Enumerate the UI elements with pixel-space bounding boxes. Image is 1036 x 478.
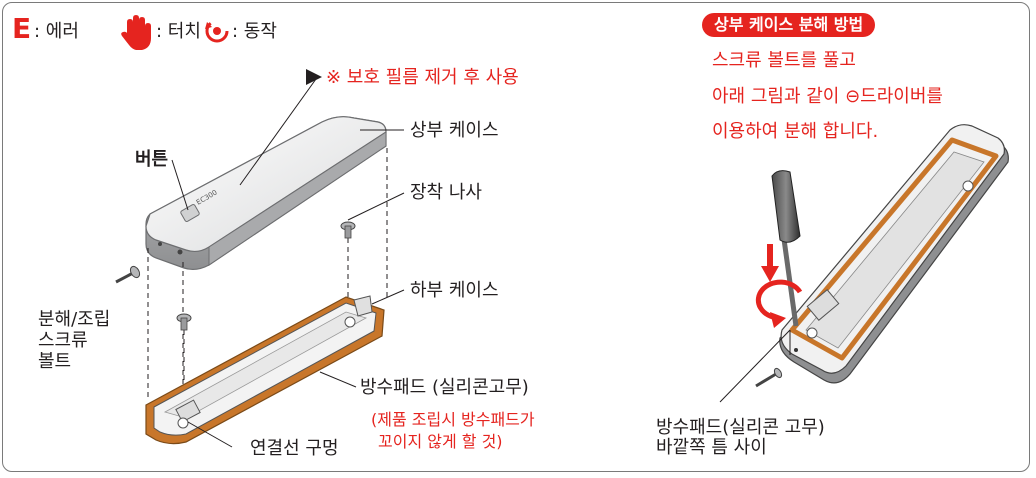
button-label: 버튼 — [135, 149, 169, 170]
disassembly-screw-icon — [115, 265, 141, 284]
upper-case-label: 상부 케이스 — [410, 120, 499, 141]
center-screw-icon — [176, 313, 192, 331]
leader-lines — [171, 78, 405, 448]
pad-note-line1: (제품 조립시 방수패드가 — [371, 410, 535, 429]
lower-case-label: 하부 케이스 — [410, 280, 499, 301]
rotation-action-icon — [205, 19, 229, 43]
instruction-line2: 아래 그림과 같이 ⊖드라이버를 — [712, 86, 943, 107]
legend-action-label: : 동작 — [232, 21, 277, 42]
rotate-arrow-icon — [755, 279, 803, 328]
mounting-screw-icon — [340, 221, 356, 239]
diagram-frame — [2, 2, 1030, 472]
legend-error-label: : 에러 — [34, 21, 79, 42]
gap-label-line2: 바깥쪽 틈 사이 — [656, 437, 767, 458]
mounting-screw-label: 장착 나사 — [410, 182, 482, 203]
right-device-drawing — [755, 124, 1009, 388]
error-icon: E — [12, 12, 32, 45]
screwdriver-icon — [771, 170, 801, 327]
instruction-line1: 스크류 볼트를 풀고 — [712, 50, 856, 71]
hand-touch-icon — [121, 15, 151, 50]
disassembly-method-title: 상부 케이스 분해 방법 — [702, 13, 876, 37]
film-note-arrow — [306, 69, 322, 85]
pad-note-line2: 꼬이지 않게 할 것) — [378, 432, 503, 451]
waterproof-pad-label: 방수패드 (실리콘고무) — [360, 377, 529, 398]
gap-leader-line-2 — [719, 329, 791, 403]
upper-case-drawing: EC300 — [145, 116, 387, 271]
disassembly-screw-label-line3: 볼트 — [38, 351, 72, 372]
disassembly-screw-label-line1: 분해/조립 — [38, 309, 111, 330]
instruction-line3: 이용하여 분해 합니다. — [712, 121, 879, 142]
cable-hole-label: 연결선 구멍 — [250, 438, 339, 459]
gap-label-line1: 방수패드(실리콘 고무) — [656, 417, 825, 438]
disassembly-screw-label-line2: 스크류 — [38, 330, 88, 351]
lower-case-drawing — [145, 295, 385, 445]
press-down-arrow-icon — [761, 244, 779, 282]
legend-touch-label: : 터치 — [156, 21, 201, 42]
protective-film-note: ※ 보호 필름 제거 후 사용 — [326, 67, 519, 88]
